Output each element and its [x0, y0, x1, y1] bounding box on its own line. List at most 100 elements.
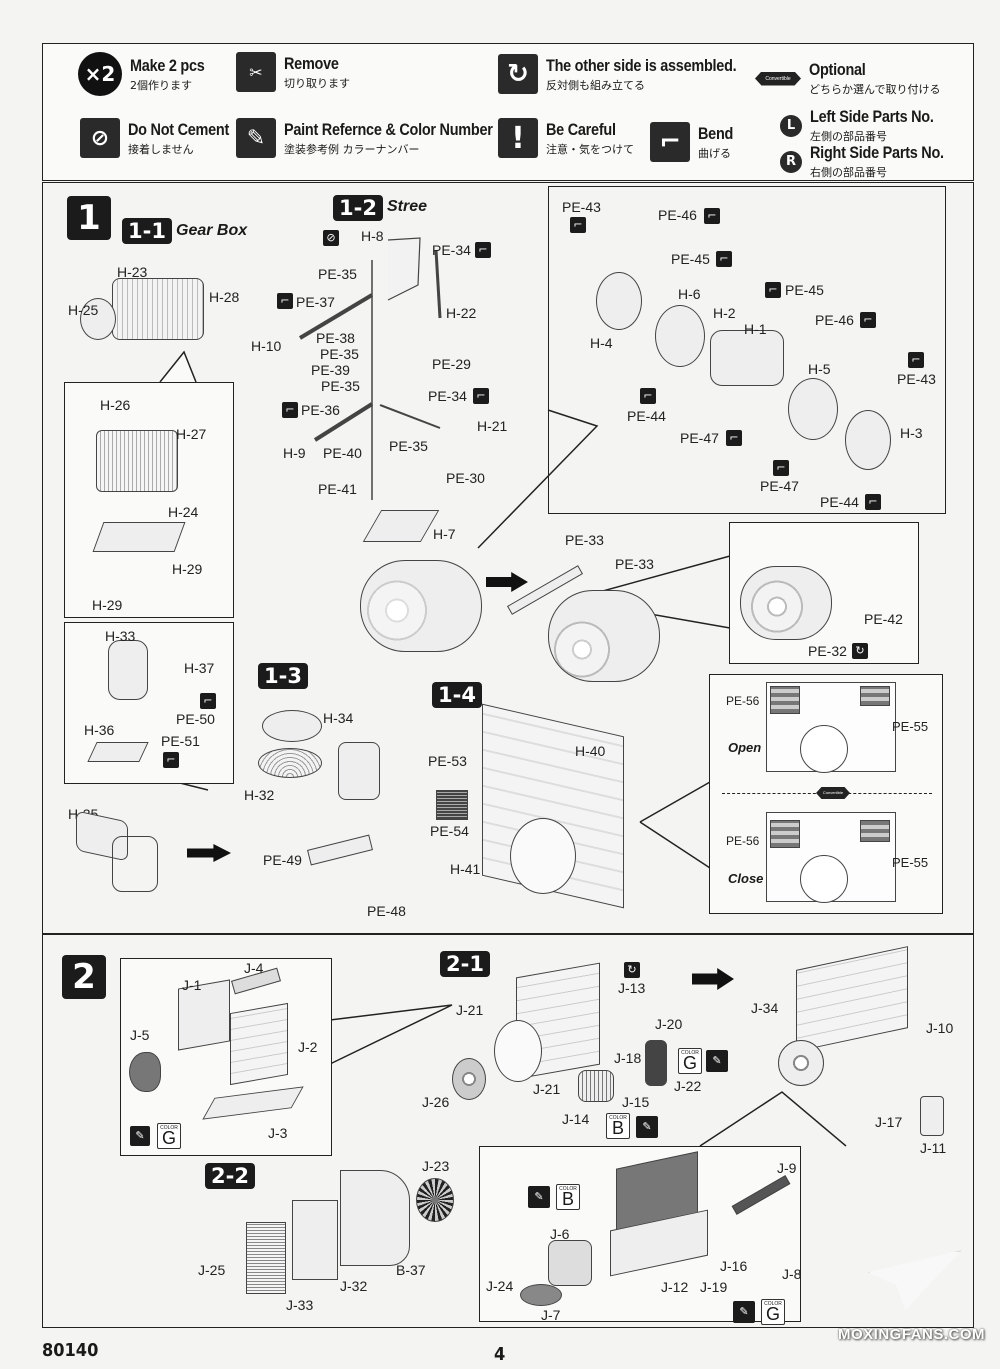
part-label: PE-44	[820, 494, 859, 510]
bend-icon: ⌐	[908, 352, 924, 368]
part-label: PE-48	[367, 903, 406, 919]
part-label: PE-55	[892, 855, 929, 870]
seat-pan-illustration	[258, 748, 322, 778]
watermark: MOXINGFANS.COM	[838, 1326, 986, 1343]
paint-icon: ✎	[706, 1050, 728, 1072]
color-word: COLOR	[764, 1301, 782, 1307]
optional-icon: Convertible	[755, 71, 801, 86]
part-label: J-16	[720, 1258, 748, 1274]
legend-title: The other side is assembled.	[546, 55, 737, 75]
part-label: H-29	[92, 597, 123, 613]
part-label: PE-29	[432, 356, 471, 372]
open-louver-right	[860, 686, 890, 706]
part-label: J-15	[622, 1094, 650, 1110]
oil-filter-j22-illustration	[645, 1040, 667, 1086]
part-label: J-21	[533, 1081, 561, 1097]
part-label: J-7	[541, 1307, 561, 1323]
part-label: J-6	[550, 1226, 570, 1242]
legend-title: Be Careful	[546, 119, 616, 139]
gearbox-bell	[80, 298, 116, 340]
part-label: PE-40	[323, 445, 362, 461]
bend-icon: ⌐	[640, 388, 656, 404]
part-label: H-40	[575, 743, 606, 759]
legend-sub: 反対側も組み立てる	[546, 78, 645, 92]
close-louver-left	[770, 820, 800, 848]
step-1-badge: 1	[67, 196, 111, 240]
cover-j5-illustration	[129, 1052, 161, 1092]
part-label: PE-45	[671, 251, 710, 267]
part-label: J-9	[777, 1160, 797, 1176]
bend-icon: ⌐	[282, 402, 298, 418]
bend-icon: ⌐	[473, 388, 489, 404]
starter-j15-illustration	[578, 1070, 614, 1102]
other-side-icon: ↻	[624, 962, 640, 978]
bend-icon: ⌐	[865, 494, 881, 510]
part-label: H-8	[361, 228, 384, 244]
legend-title: Do Not Cement	[128, 119, 230, 139]
substep-1-2-badge: 1-2	[333, 195, 383, 221]
next-arrow-icon	[486, 572, 528, 592]
part-label: PE-35	[320, 346, 359, 362]
part-label: H-21	[477, 418, 508, 434]
option-open-label: Open	[728, 740, 762, 755]
part-label: H-37	[184, 660, 215, 676]
wheel-ring-h3	[845, 410, 891, 470]
part-label: PE-56	[726, 834, 760, 848]
legend-sub: 接着しません	[128, 142, 194, 156]
part-label: H-27	[176, 426, 207, 442]
bend-icon: ⌐	[726, 430, 742, 446]
seat-back-13-illustration	[338, 742, 380, 800]
fan-j23-illustration	[416, 1178, 454, 1222]
flywheel-j26-illustration	[452, 1058, 486, 1100]
part-label: J-5	[130, 1027, 150, 1043]
legend-other-side: ↻ The other side is assembled.反対側も組み立てる	[498, 54, 770, 94]
part-label: J-20	[655, 1016, 683, 1032]
substep-2-1-badge: 2-1	[440, 951, 490, 977]
part-label: J-23	[422, 1158, 450, 1174]
part-label: PE-46	[658, 207, 697, 223]
legend-sub: 曲げる	[698, 146, 731, 160]
bend-icon: ⌐	[765, 282, 781, 298]
legend-title: Paint Refernce & Color Number	[284, 119, 493, 139]
part-label: H-7	[433, 526, 456, 542]
part-label: H-36	[84, 722, 115, 738]
part-label: PE-34	[432, 242, 471, 258]
part-label: PE-51	[161, 733, 200, 749]
step-2-box	[42, 934, 974, 1328]
steer-detail-illustration	[740, 566, 832, 640]
part-label: PE-32	[808, 643, 847, 659]
housing-b37-illustration	[340, 1170, 410, 1266]
part-label: PE-43	[897, 371, 936, 387]
part-label: PE-41	[318, 481, 357, 497]
seat-cushion-illustration	[262, 710, 322, 742]
convertible-icon: Convertible	[816, 787, 850, 799]
wheel-ring-h4	[596, 272, 642, 330]
part-label: PE-53	[428, 753, 467, 769]
part-label: J-19	[700, 1279, 728, 1295]
bend-icon: ⌐	[704, 208, 720, 224]
color-word: COLOR	[559, 1186, 577, 1192]
bellhousing-illustration	[494, 1020, 542, 1082]
left-side-icon: L	[780, 114, 802, 137]
part-label: H-10	[251, 338, 282, 354]
bend-icon: ⌐	[200, 693, 216, 709]
bend-icon: ⌐	[860, 312, 876, 328]
color-word: COLOR	[160, 1125, 178, 1131]
part-label: H-33	[105, 628, 136, 644]
part-label: H-1	[744, 321, 767, 337]
part-label: PE-46	[815, 312, 854, 328]
panel-opening-illustration	[510, 818, 576, 894]
paint-icon: ✎	[130, 1126, 150, 1146]
paint-icon: ✎	[236, 118, 276, 158]
part-label: J-13	[618, 980, 646, 996]
part-label: H-25	[68, 302, 99, 318]
part-label: J-11	[920, 1140, 947, 1156]
bend-icon: ⌐	[716, 251, 732, 267]
color-code: B	[561, 1189, 574, 1209]
part-label: H-23	[117, 264, 148, 280]
part-label: PE-39	[311, 362, 350, 378]
no-cement-icon: ⊘	[323, 230, 339, 246]
